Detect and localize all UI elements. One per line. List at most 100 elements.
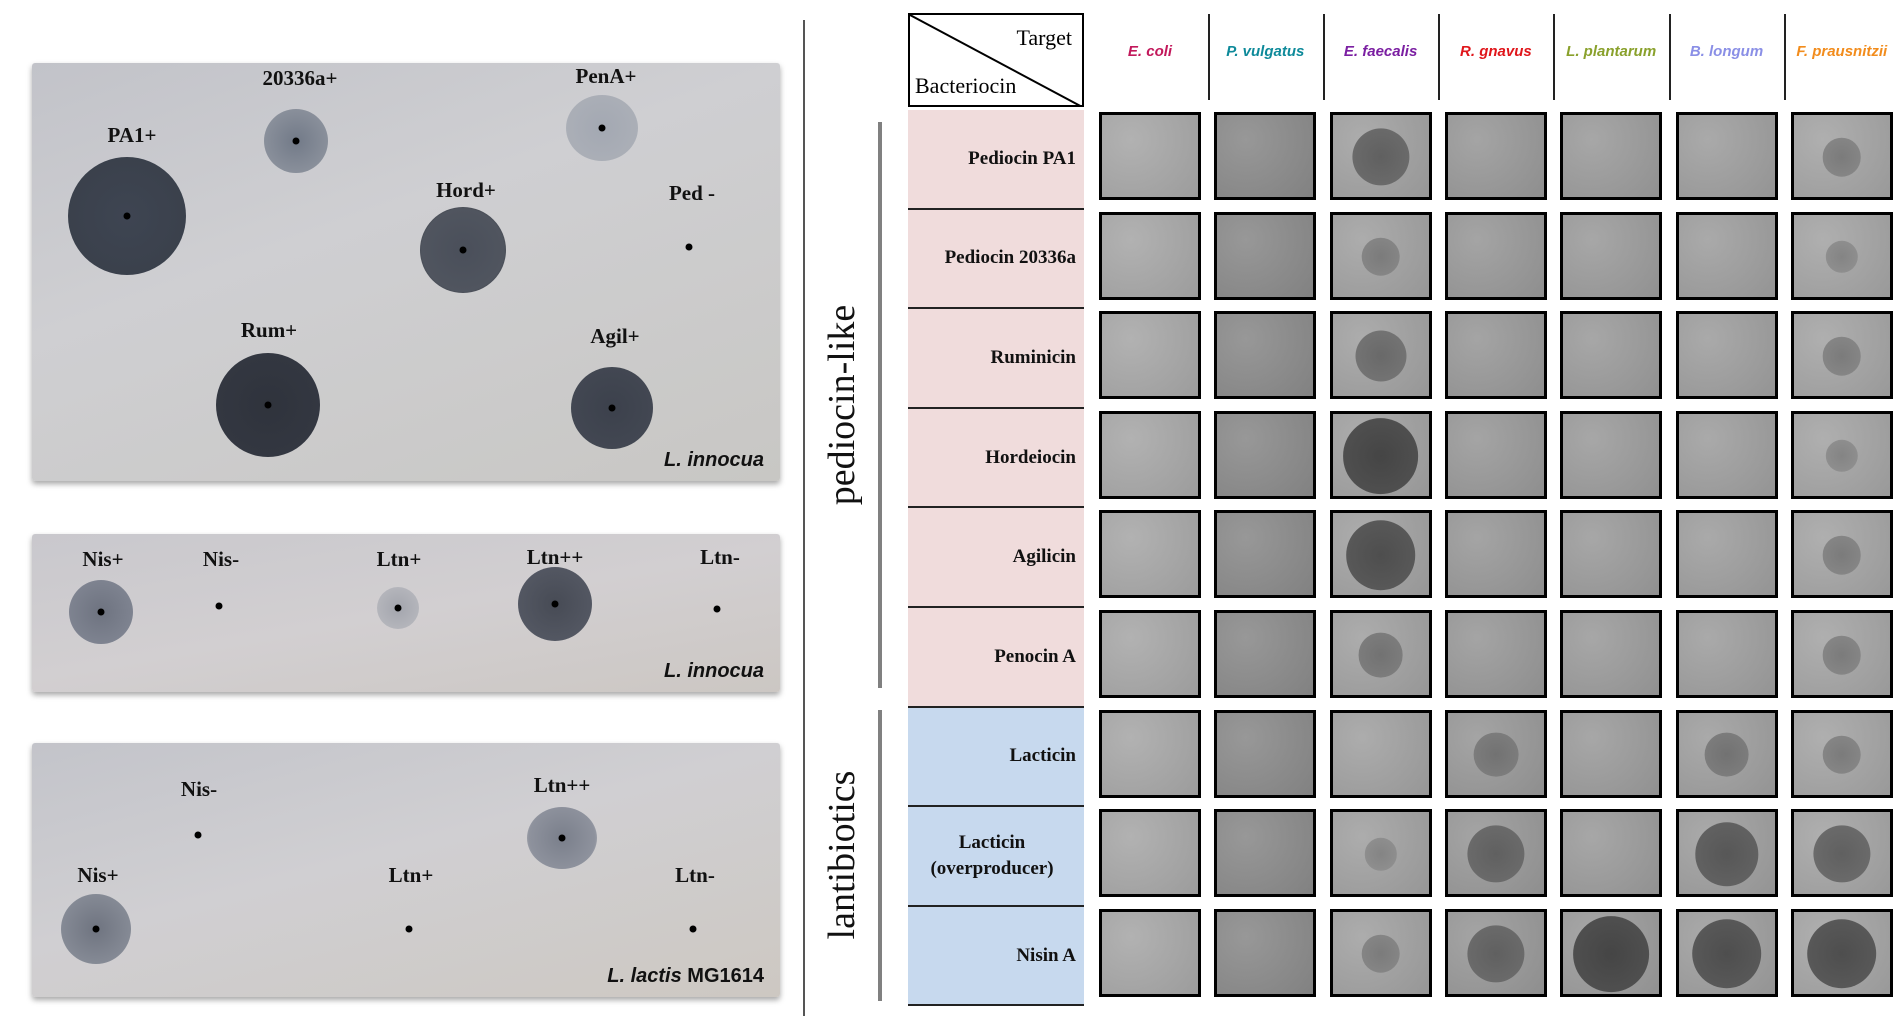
- spot-label: Agil+: [590, 324, 640, 348]
- plate-lantibiotic-innocua: Nis+ Nis- Ltn+ Ltn++ Ltn- L. innocua: [32, 534, 780, 692]
- row-header: Agilicin: [908, 508, 1084, 606]
- agar-texture: [1102, 712, 1198, 795]
- result-cell: [1099, 510, 1201, 599]
- agar-texture: [1217, 314, 1314, 397]
- spot-label: Ltn++: [533, 773, 591, 797]
- agar-texture: [1563, 413, 1660, 496]
- result-cell: [1560, 112, 1663, 200]
- inhibition-zone: [1342, 417, 1419, 494]
- plate-organism: L. innocua: [664, 449, 764, 471]
- result-cell: [1214, 709, 1317, 798]
- inhibition-zone: [1352, 128, 1410, 186]
- column-header: B. longum: [1689, 43, 1764, 60]
- result-cell: [1790, 610, 1893, 698]
- spot-label: Hord+: [436, 178, 496, 202]
- spot-dot: [292, 137, 300, 145]
- spot-dot: [215, 602, 223, 610]
- row-separator: [908, 904, 1084, 907]
- agar-texture: [1102, 314, 1198, 397]
- row-header: Lacticin (overproducer): [908, 807, 1084, 905]
- agar-texture: [1217, 911, 1314, 994]
- spot-dot: [608, 404, 616, 412]
- result-cell: [1444, 809, 1547, 898]
- column-header: L. plantarum: [1566, 43, 1657, 60]
- result-cell: [1099, 311, 1201, 400]
- spot-dot: [194, 831, 202, 839]
- agar-texture: [1447, 613, 1544, 695]
- column-separator: [1207, 14, 1210, 100]
- agar-texture: [1217, 214, 1314, 297]
- agar-texture: [1217, 413, 1314, 496]
- inhibition-zone: [1355, 330, 1407, 382]
- agar-texture: [1102, 214, 1198, 297]
- result-cell: [1675, 410, 1778, 499]
- result-cell: [1790, 311, 1893, 400]
- spot-dot: [713, 605, 721, 613]
- agar-texture: [1563, 812, 1660, 895]
- column-separator: [1668, 14, 1671, 100]
- result-cell: [1214, 410, 1317, 499]
- result-cell: [1444, 311, 1547, 400]
- agar-texture: [1102, 513, 1198, 596]
- agar-texture: [1447, 314, 1544, 397]
- result-cell: [1444, 510, 1547, 599]
- column-separator: [1438, 14, 1441, 100]
- agar-texture: [1678, 513, 1775, 596]
- spot-dot: [92, 925, 100, 933]
- agar-texture: [1217, 513, 1314, 596]
- agar-texture: [1217, 115, 1314, 197]
- plate-organism: L. innocua: [664, 660, 764, 682]
- inhibition-zone: [1358, 632, 1403, 678]
- inhibition-zone: [1361, 934, 1400, 974]
- group-bracket-lantibiotics: [878, 710, 882, 1001]
- result-cell: [1099, 610, 1201, 698]
- result-cell: [1675, 510, 1778, 599]
- spot-label: Ltn+: [376, 547, 422, 571]
- agar-texture: [1563, 712, 1660, 795]
- agar-texture: [1447, 413, 1544, 496]
- inhibition-zone: [1813, 825, 1871, 883]
- result-cell: [1560, 410, 1663, 499]
- result-cell: [1099, 908, 1201, 997]
- plate-agar: [32, 63, 780, 481]
- result-cell: [1099, 410, 1201, 499]
- result-cell: [1329, 311, 1432, 400]
- corner-diagonal: [910, 15, 1081, 105]
- inhibition-zone: [1694, 822, 1759, 886]
- agar-texture: [1102, 115, 1198, 197]
- row-header: Nisin A: [908, 906, 1084, 1005]
- row-separator: [908, 307, 1084, 310]
- row-separator: [908, 805, 1084, 808]
- result-cell: [1675, 311, 1778, 400]
- agar-texture: [1217, 613, 1314, 695]
- spot-label: PenA+: [575, 64, 637, 88]
- plate-pediocin-innocua: PA1+ 20336a+ PenA+ Hord+ Ped - Rum+ Agil…: [32, 63, 780, 481]
- spot-dot: [689, 925, 697, 933]
- inhibition-zone: [1822, 336, 1862, 376]
- column-header: F. prausnitzii: [1796, 43, 1888, 60]
- inhibition-zone: [1807, 919, 1877, 989]
- result-cell: [1214, 510, 1317, 599]
- result-cell: [1560, 709, 1663, 798]
- column-separator: [1322, 14, 1325, 100]
- result-cell: [1675, 709, 1778, 798]
- result-cell: [1214, 112, 1317, 200]
- result-cell: [1444, 410, 1547, 499]
- group-label-pediocin: pediocin-like: [821, 304, 863, 506]
- result-cell: [1444, 112, 1547, 200]
- column-header: P. vulgatus: [1226, 43, 1305, 60]
- inhibition-zone: [1467, 825, 1525, 883]
- spot-dot: [97, 608, 105, 616]
- row-separator: [908, 1004, 1084, 1007]
- inhibition-zone: [1573, 915, 1650, 992]
- group-label-lantibiotics: lantibiotics: [821, 770, 863, 940]
- inhibition-zone: [1822, 735, 1862, 774]
- spot-label: Rum+: [240, 318, 298, 342]
- inhibition-zone: [1825, 439, 1858, 472]
- result-cell: [1214, 610, 1317, 698]
- agar-texture: [1217, 712, 1314, 795]
- agar-texture: [1447, 214, 1544, 297]
- result-cell: [1790, 709, 1893, 798]
- row-separator: [908, 406, 1084, 409]
- agar-texture: [1102, 613, 1198, 695]
